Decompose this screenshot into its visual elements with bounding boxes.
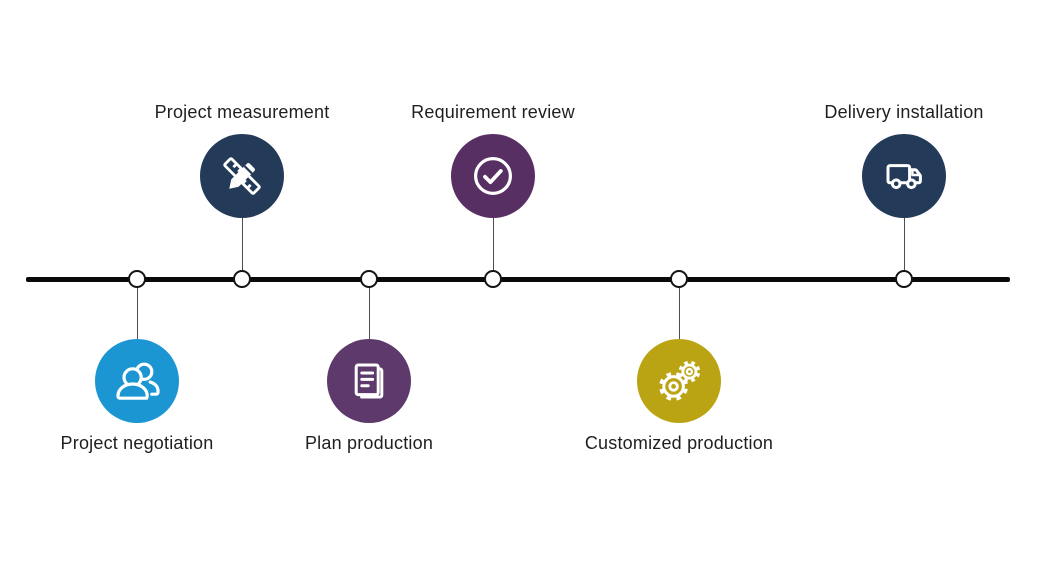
people-icon [95, 339, 179, 423]
document-icon [327, 339, 411, 423]
step-label: Customized production [584, 433, 774, 453]
timeline-node [895, 270, 913, 288]
timeline-line [26, 276, 1010, 282]
ruler-pencil-icon [200, 134, 284, 218]
connector-line [369, 288, 370, 339]
step-label: Project negotiation [60, 433, 214, 453]
step-label: Plan production [304, 433, 434, 453]
connector-line [679, 288, 680, 339]
timeline-node [128, 270, 146, 288]
timeline-node [670, 270, 688, 288]
step-label: Requirement review [411, 102, 575, 122]
check-circle-icon [451, 134, 535, 218]
connector-line [242, 218, 243, 270]
step-label: Project measurement [154, 102, 330, 122]
timeline-node [233, 270, 251, 288]
timeline-node [360, 270, 378, 288]
truck-icon [862, 134, 946, 218]
step-label: Delivery installation [824, 102, 984, 122]
connector-line [904, 218, 905, 270]
gears-icon [637, 339, 721, 423]
connector-line [493, 218, 494, 270]
timeline-node [484, 270, 502, 288]
connector-line [137, 288, 138, 339]
